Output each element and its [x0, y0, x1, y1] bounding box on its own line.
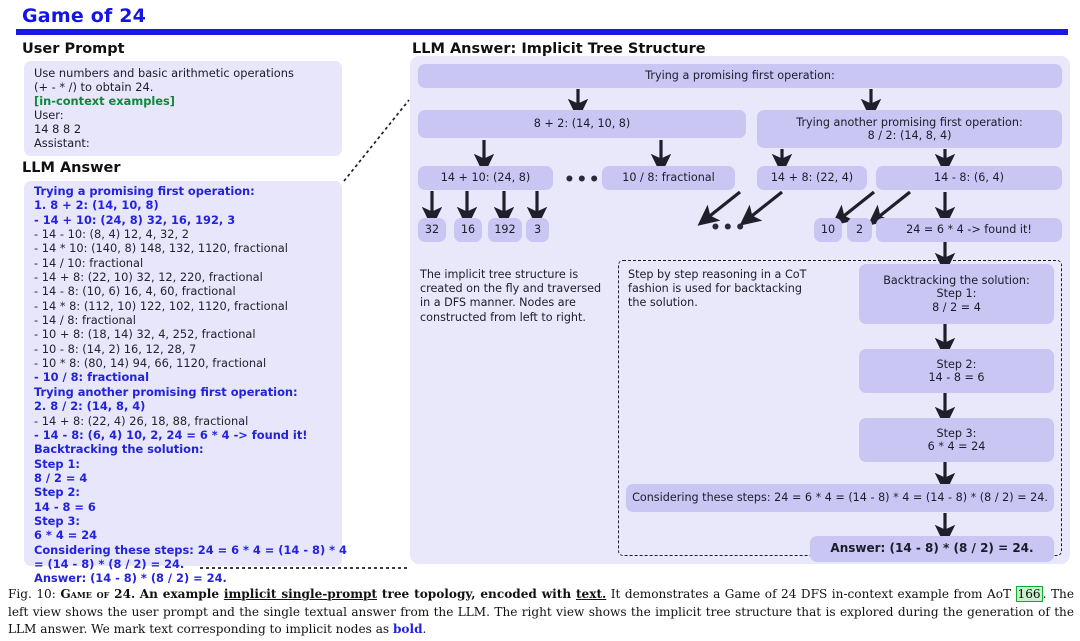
answer-line: 2. 8 / 2: (14, 8, 4)	[34, 399, 146, 414]
backtracking-step-1[interactable]: Backtracking the solution: Step 1: 8 / 2…	[859, 264, 1054, 324]
llm-answer-box	[24, 181, 342, 566]
caption-smallcaps: Game of 24.	[60, 587, 136, 601]
answer-line: - 14 + 10: (24, 8) 32, 16, 192, 3	[34, 212, 236, 227]
tree-node-14plus8[interactable]: 14 + 8: (22, 4)	[757, 166, 867, 190]
tree-node-14plus10[interactable]: 14 + 10: (24, 8)	[418, 166, 553, 190]
tree-leaf-found-it[interactable]: 24 = 6 * 4 -> found it!	[876, 218, 1062, 242]
caption-body-3: .	[422, 622, 427, 637]
tree-ellipsis-left: •••	[564, 170, 602, 190]
caption-body-1: It demonstrates a Game of 24 DFS in-cont…	[606, 587, 1016, 601]
caption-bold-3: tree topology, encoded with	[377, 587, 576, 601]
prompt-line-4: User:	[34, 108, 64, 122]
tree-arrows	[421, 89, 956, 546]
note-implicit-tree: The implicit tree structure is created o…	[420, 268, 602, 324]
tree-leaf-192[interactable]: 192	[488, 218, 522, 242]
answer-line: - 14 / 8: fractional	[34, 313, 136, 328]
tree-leaf-32[interactable]: 32	[418, 218, 446, 242]
note-cot-backtracking: Step by step reasoning in a CoT fashion …	[628, 268, 807, 310]
prompt-line-1: Use numbers and basic arithmetic operati…	[34, 66, 294, 80]
caption-citation-link[interactable]: 166	[1015, 586, 1043, 602]
caption-underline-2: text.	[575, 587, 607, 601]
answer-line: 14 - 8 = 6	[34, 499, 96, 514]
answer-line: - 10 - 8: (14, 2) 16, 12, 28, 7	[34, 341, 197, 356]
answer-line: 8 / 2 = 4	[34, 470, 88, 485]
answer-line: Backtracking the solution:	[34, 442, 204, 457]
tree-structure-heading: LLM Answer: Implicit Tree Structure	[412, 41, 706, 57]
tree-leaf-3[interactable]: 3	[526, 218, 549, 242]
tree-ellipsis-middle: •••	[710, 218, 748, 238]
figure-caption: Fig. 10: Game of 24. An example implicit…	[8, 586, 1074, 639]
backtracking-step-3[interactable]: Step 3: 6 * 4 = 24	[859, 418, 1054, 462]
user-prompt-box	[24, 61, 342, 156]
tree-node-14minus8[interactable]: 14 - 8: (6, 4)	[876, 166, 1062, 190]
answer-line: 1. 8 + 2: (14, 10, 8)	[34, 198, 159, 213]
page-title: Game of 24	[22, 5, 147, 27]
prompt-line-2: (+ - * /) to obtain 24.	[34, 80, 154, 94]
answer-line: Step 3:	[34, 513, 80, 528]
answer-line: - 14 - 8: (6, 4) 10, 2, 24 = 6 * 4 -> fo…	[34, 427, 308, 442]
answer-line: - 10 * 8: (80, 14) 94, 66, 1120, fractio…	[34, 356, 267, 371]
title-divider	[16, 29, 1068, 35]
caption-bold-keyword: bold	[392, 622, 423, 637]
answer-line: - 10 / 8: fractional	[34, 370, 149, 385]
caption-underline-1: implicit single-prompt	[223, 587, 378, 601]
tree-leaf-10[interactable]: 10	[814, 218, 842, 242]
answer-line: - 14 + 8: (22, 4) 26, 18, 88, fractional	[34, 413, 249, 428]
caption-prefix: Fig. 10:	[8, 587, 56, 601]
answer-line: - 14 - 10: (8, 4) 12, 4, 32, 2	[34, 227, 189, 242]
answer-line: Trying a promising first operation:	[34, 184, 255, 198]
tree-node-8div2[interactable]: Trying another promising first operation…	[757, 110, 1062, 148]
backtracking-step-2[interactable]: Step 2: 14 - 8 = 6	[859, 349, 1054, 393]
answer-line: Trying another promising first operation…	[34, 384, 298, 399]
tree-leaf-2[interactable]: 2	[847, 218, 872, 242]
user-prompt-heading: User Prompt	[22, 41, 125, 57]
backtracking-considering-steps[interactable]: Considering these steps: 24 = 6 * 4 = (1…	[626, 484, 1054, 512]
llm-answer-heading: LLM Answer	[22, 160, 121, 176]
tree-node-root[interactable]: Trying a promising first operation:	[418, 64, 1062, 88]
caption-bold-1: An example	[139, 587, 224, 601]
caption-body-2: . The left view shows the user prompt an…	[8, 587, 1074, 637]
answer-line: - 10 + 8: (18, 14) 32, 4, 252, fractiona…	[34, 327, 256, 342]
answer-line: Step 2:	[34, 485, 80, 500]
answer-line: - 14 - 8: (10, 6) 16, 4, 60, fractional	[34, 284, 236, 299]
answer-line: - 14 / 10: fractional	[34, 255, 144, 270]
answer-line: Considering these steps: 24 = 6 * 4 = (1…	[34, 542, 347, 557]
answer-line: 6 * 4 = 24	[34, 528, 98, 543]
prompt-line-5: 14 8 8 2	[34, 122, 82, 136]
answer-line: Answer: (14 - 8) * (8 / 2) = 24.	[34, 571, 227, 586]
answer-line: - 14 * 10: (140, 8) 148, 132, 1120, frac…	[34, 241, 288, 256]
tree-node-8plus2[interactable]: 8 + 2: (14, 10, 8)	[418, 110, 746, 138]
llm-answer-text: Trying a promising first operation:1. 8 …	[34, 184, 347, 586]
prompt-incontext-label: [in-context examples]	[34, 94, 175, 108]
tree-node-10div8-fractional[interactable]: 10 / 8: fractional	[602, 166, 735, 190]
answer-line: = (14 - 8) * (8 / 2) = 24.	[34, 556, 185, 571]
answer-line: Step 1:	[34, 456, 80, 471]
answer-line: - 14 * 8: (112, 10) 122, 102, 1120, frac…	[34, 298, 288, 313]
answer-line: - 14 + 8: (22, 10) 32, 12, 220, fraction…	[34, 270, 263, 285]
backtracking-answer[interactable]: Answer: (14 - 8) * (8 / 2) = 24.	[810, 536, 1054, 562]
implicit-tree-panel: Trying a promising first operation: 8 + …	[410, 56, 1070, 564]
connector-line-top	[343, 99, 410, 182]
tree-leaf-16[interactable]: 16	[454, 218, 482, 242]
prompt-line-6: Assistant:	[34, 136, 90, 150]
